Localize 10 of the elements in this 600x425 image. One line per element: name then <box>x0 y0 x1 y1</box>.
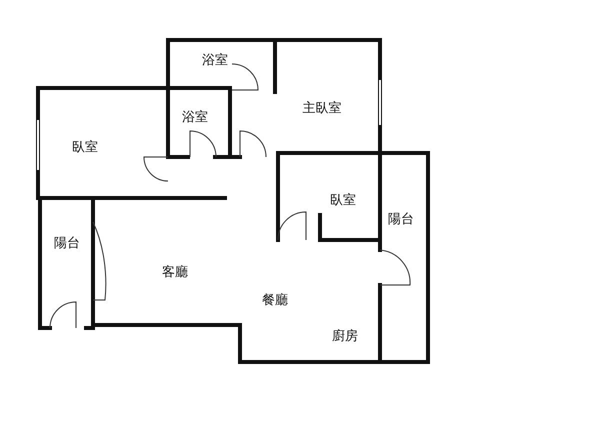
room-label: 陽台 <box>388 211 414 228</box>
room-label: 主臥室 <box>302 100 342 117</box>
room-label: 餐廳 <box>262 292 288 309</box>
room-label: 客廳 <box>162 264 188 281</box>
room-label: 臥室 <box>330 192 356 209</box>
room-label: 廚房 <box>332 328 358 345</box>
room-label: 臥室 <box>72 139 98 156</box>
room-label: 陽台 <box>54 235 80 252</box>
room-label: 浴室 <box>182 109 208 126</box>
room-label: 浴室 <box>202 52 228 69</box>
